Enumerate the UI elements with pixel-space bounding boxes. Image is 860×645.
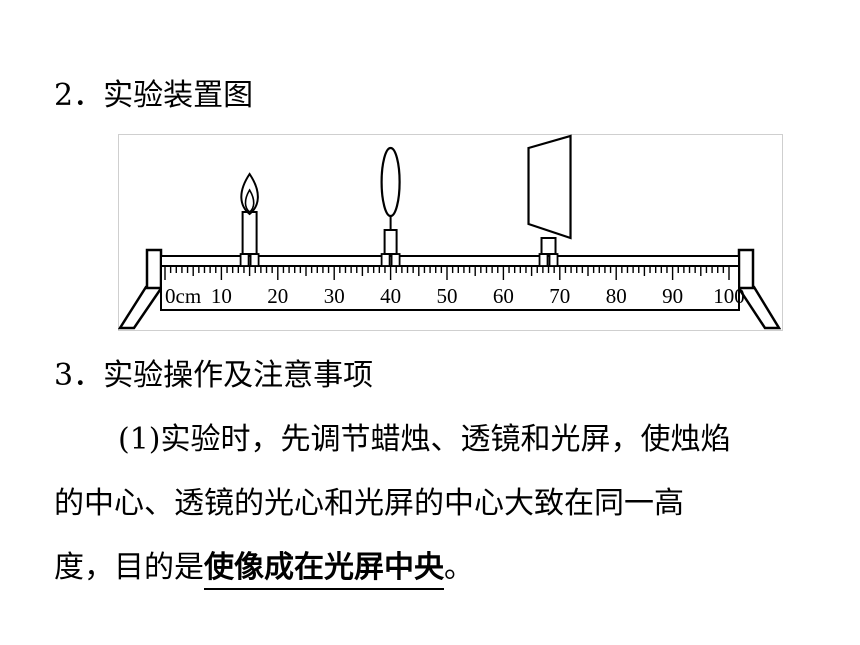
holder-clamp-left [239,253,250,267]
ruler-labels: 0cm 10 20 30 40 50 60 70 80 90 100 [165,284,745,308]
ruler-tick-label: 20 [267,284,288,308]
convex-lens [380,146,401,267]
ruler-tick-label: 0cm [165,284,201,308]
section-3-number: 3． [54,358,104,393]
paragraph-line-1: (1)实验时，先调节蜡烛、透镜和光屏，使烛焰 [118,422,731,457]
ruler-tick-label: 30 [324,284,345,308]
lens-stand [383,229,398,255]
ruler-tick-label: 90 [662,284,683,308]
holder-clamp-right [390,253,401,267]
ruler-tick-label: 70 [549,284,570,308]
ruler-tick-label: 100 [713,284,745,308]
lens-element [380,146,401,218]
left-end-block [145,248,163,290]
answer-underlined: 使像成在光屏中央 [204,548,444,590]
paragraph-line-2: 的中心、透镜的光心和光屏的中心大致在同一高 [54,486,684,521]
ruler-tick-label: 40 [380,284,401,308]
candle [239,172,260,267]
holder-clamp-left [380,253,391,267]
section-3-title: 实验操作及注意事项 [103,358,374,393]
experiment-apparatus-diagram: 0cm 10 20 30 40 50 60 70 80 90 100 [118,134,783,331]
holder-clamp-right [548,253,559,267]
ruler-ticks [164,266,730,280]
ruler-tick-label: 10 [211,284,232,308]
ruler-body [160,265,740,311]
right-end-block [737,248,755,290]
holder-clamp-right [249,253,260,267]
ruler-tick-label: 60 [493,284,514,308]
paragraph-line-3-suffix: 。 [444,550,474,585]
section-2-number: 2． [54,78,104,113]
optical-devices [239,134,572,267]
section-2-title: 实验装置图 [103,78,254,113]
section-3-heading: 3．实验操作及注意事项 [54,356,373,396]
candle-flame-inner [244,188,255,214]
figure-frame [118,134,783,331]
holder-clamp-left [538,253,549,267]
ruler-tick-label: 80 [606,284,627,308]
paragraph-line-3-prefix: 度，目的是 [54,550,204,585]
light-screen [527,134,572,267]
paragraph-line-3: 度，目的是使像成在光屏中央。 [54,548,474,590]
section-2-heading: 2．实验装置图 [54,76,253,116]
ruler-tick-label: 50 [437,284,458,308]
left-stand-leg [118,285,165,330]
screen-stand [540,237,557,255]
optical-bench-svg: 0cm 10 20 30 40 50 60 70 80 90 100 [118,134,783,331]
candle-body [241,211,258,255]
screen-panel [527,134,572,240]
